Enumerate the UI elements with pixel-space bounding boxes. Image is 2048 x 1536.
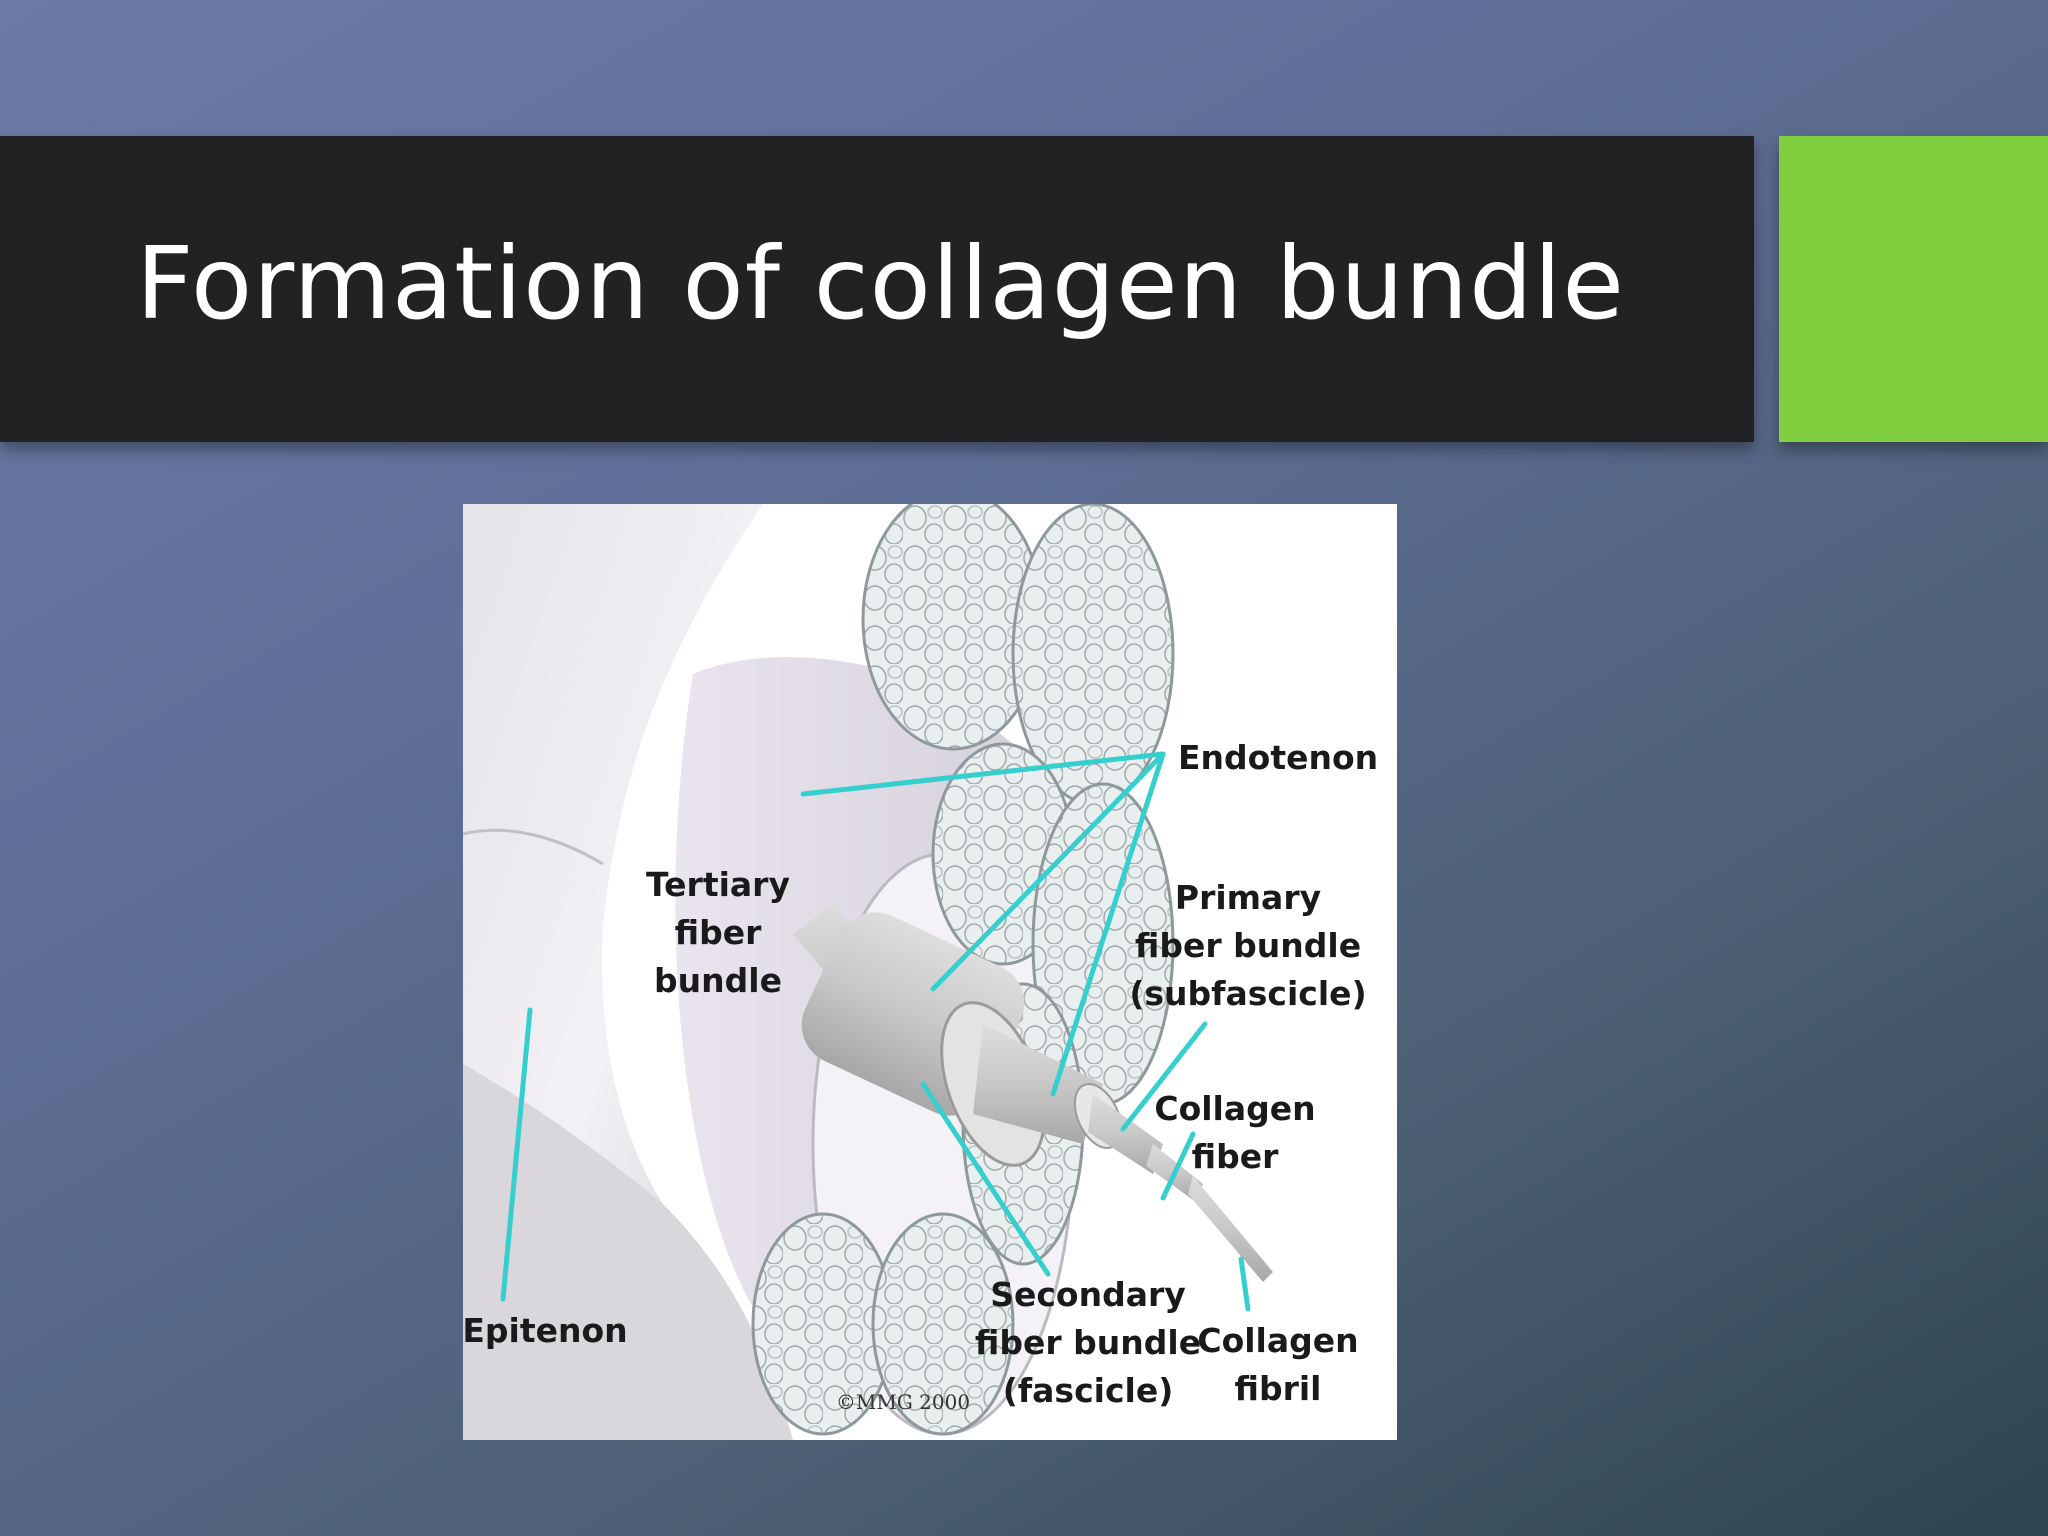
label-primary-line3: (subfascicle) xyxy=(1129,974,1366,1013)
leader-primary xyxy=(1120,1021,1208,1132)
label-primary-line2: fiber bundle xyxy=(1135,926,1361,965)
leader-collagen-fiber xyxy=(1160,1131,1196,1201)
diagram-labels: Endotenon Tertiary fiber bundle Primary … xyxy=(463,738,1378,1414)
fascicle-cross-sections xyxy=(751,504,1175,1436)
label-endotenon: Endotenon xyxy=(1178,738,1378,777)
label-epitenon: Epitenon xyxy=(463,1311,628,1350)
leader-secondary xyxy=(920,1081,1051,1277)
leader-endotenon-1 xyxy=(800,751,1166,797)
fiber-rods xyxy=(793,904,1273,1282)
leader-collagen-fibril xyxy=(1238,1256,1251,1312)
label-collagen-fibril-line1: Collagen xyxy=(1197,1321,1358,1360)
title-bar xyxy=(0,136,1754,442)
label-collagen-fiber-line1: Collagen xyxy=(1154,1089,1315,1128)
leader-endotenon-3 xyxy=(1050,751,1166,1097)
label-secondary-line3: (fascicle) xyxy=(1003,1371,1174,1410)
slide-title: Formation of collagen bundle xyxy=(136,225,1625,342)
label-collagen-fiber-line2: fiber xyxy=(1192,1137,1279,1176)
label-tertiary-line2: fiber xyxy=(675,913,762,952)
accent-square xyxy=(1779,136,2048,442)
copyright-text: ©MMG 2000 xyxy=(836,1390,970,1414)
label-secondary-line1: Secondary xyxy=(990,1275,1186,1314)
label-tertiary-line3: bundle xyxy=(654,961,782,1000)
epitenon-body xyxy=(463,504,793,1440)
label-collagen-fibril-line2: fibril xyxy=(1235,1369,1322,1408)
label-secondary-line2: fiber bundle xyxy=(975,1323,1201,1362)
leader-endotenon-2 xyxy=(930,751,1166,992)
tendon-structure-diagram: Endotenon Tertiary fiber bundle Primary … xyxy=(463,504,1397,1440)
leader-epitenon xyxy=(500,1007,533,1302)
label-primary-line1: Primary xyxy=(1175,878,1321,917)
leader-lines xyxy=(500,751,1251,1312)
label-tertiary-line1: Tertiary xyxy=(646,865,790,904)
